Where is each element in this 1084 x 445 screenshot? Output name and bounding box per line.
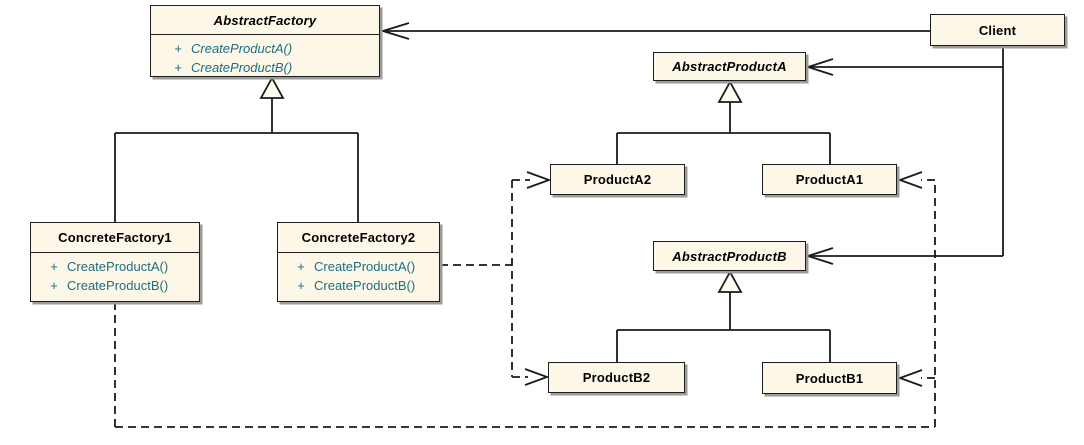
class-concrete-factory1: ConcreteFactory1 + CreateProductA() + Cr… [30, 222, 200, 302]
method-create-product-a: + CreateProductA() [297, 259, 416, 274]
edge-generalization-products-a [616, 80, 831, 164]
class-title: ProductA1 [795, 172, 864, 187]
class-concrete-factory2: ConcreteFactory2 + CreateProductA() + Cr… [277, 222, 440, 302]
method-compartment: + CreateProductA() + CreateProductB() [31, 252, 199, 294]
method-create-product-b: + CreateProductB() [50, 278, 169, 293]
class-abstract-product-a: AbstractProductA [653, 52, 806, 81]
class-title: ConcreteFactory1 [58, 230, 172, 245]
class-product-a1: ProductA1 [762, 164, 897, 195]
edge-generalization-factories [114, 76, 359, 222]
edge-concretefactory2-arrowheads [524, 171, 552, 386]
method-create-product-b: + CreateProductB() [174, 60, 293, 75]
method-compartment: + CreateProductA() + CreateProductB() [278, 252, 439, 294]
class-title: ProductA2 [583, 172, 652, 187]
edge-concretefactory1-arrowheads [897, 171, 923, 387]
class-title: ConcreteFactory2 [301, 230, 416, 245]
edge-client-to-abstractfactory [379, 22, 930, 40]
method-create-product-a: + CreateProductA() [50, 259, 169, 274]
class-client: Client [930, 14, 1065, 46]
class-abstract-product-b: AbstractProductB [653, 241, 806, 271]
edge-concretefactory2-creates [440, 179, 530, 378]
class-abstract-factory: AbstractFactory + CreateProductA() + Cre… [150, 5, 380, 77]
edge-concretefactory1-creates [114, 179, 936, 428]
class-title: AbstractFactory [213, 12, 317, 28]
class-title: ProductB1 [795, 370, 864, 386]
class-title: AbstractProductB [672, 248, 787, 264]
method-compartment: + CreateProductA() + CreateProductB() [151, 34, 379, 76]
edge-generalization-products-b [616, 270, 831, 362]
method-create-product-a: + CreateProductA() [174, 41, 293, 56]
edge-client-to-abstractproducts [805, 46, 1004, 265]
class-product-b1: ProductB1 [762, 362, 897, 394]
method-create-product-b: + CreateProductB() [297, 278, 416, 293]
class-title: AbstractProductA [672, 59, 787, 74]
class-title: ProductB2 [582, 370, 651, 385]
class-title: Client [978, 22, 1017, 38]
class-product-a2: ProductA2 [550, 164, 685, 195]
class-product-b2: ProductB2 [548, 362, 685, 393]
